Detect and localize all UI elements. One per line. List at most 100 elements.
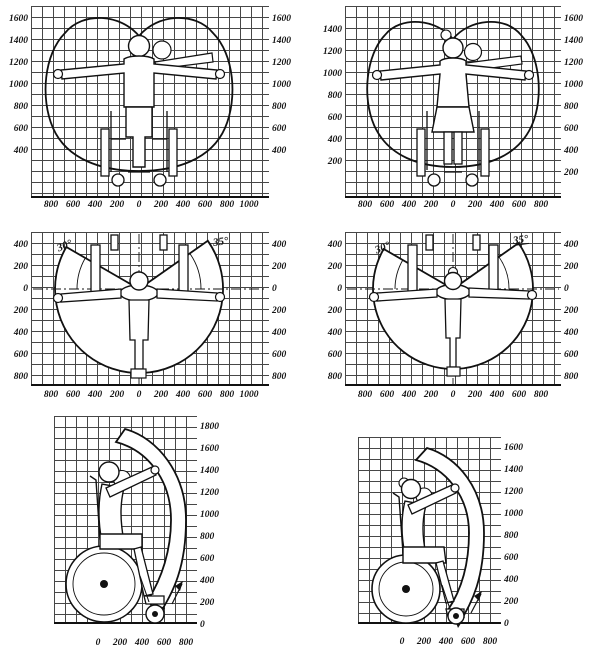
plan-male-figure xyxy=(33,234,267,384)
wheel-rim xyxy=(72,552,136,616)
caster-hub xyxy=(453,613,459,619)
axis-label: 1000 xyxy=(323,69,342,79)
angle-arc-left xyxy=(76,257,86,290)
wheelchair xyxy=(416,111,490,187)
axis-label: 1000 xyxy=(504,509,523,519)
axis-label: 600 xyxy=(272,350,287,360)
axis-label: 400 xyxy=(175,200,191,210)
axis-label: 400 xyxy=(200,576,215,586)
right-leg xyxy=(453,131,463,165)
left-hand xyxy=(52,68,64,80)
wheelchair xyxy=(100,111,178,187)
axis-label: 0 xyxy=(450,200,456,210)
drawing-plan-male: 30° 35° xyxy=(31,232,269,386)
axis-label: 800 xyxy=(357,200,373,210)
axis-label: 600 xyxy=(327,350,342,360)
axis-label: 200 xyxy=(272,306,287,316)
axis-label: 1400 xyxy=(9,36,28,46)
head xyxy=(443,271,463,291)
axis-label: 200 xyxy=(423,390,439,400)
axis-label: 0 xyxy=(272,284,277,294)
head xyxy=(98,461,120,483)
axis-label: 400 xyxy=(504,575,519,585)
axis-label: 800 xyxy=(219,200,235,210)
thigh xyxy=(99,533,143,550)
axis-label: 600 xyxy=(156,638,172,648)
axis-label: 1400 xyxy=(323,25,342,35)
axis-label: 200 xyxy=(327,157,342,167)
axis-label: 400 xyxy=(401,390,417,400)
wheel-hub xyxy=(100,580,108,588)
footrest-strut xyxy=(139,575,150,603)
axis-label: 800 xyxy=(533,200,549,210)
axis-label: 400 xyxy=(272,146,287,156)
axis-label: 1400 xyxy=(200,466,219,476)
axis-label: 1000 xyxy=(200,510,219,520)
side-female-figure xyxy=(371,446,485,628)
axis-label: 600 xyxy=(272,124,287,134)
axis-label: 400 xyxy=(401,200,417,210)
skirt xyxy=(431,106,475,133)
drawing-front-male xyxy=(31,6,269,198)
axis-label: 200 xyxy=(109,200,125,210)
axis-label: 400 xyxy=(13,146,28,156)
plan-female-figure xyxy=(347,234,559,384)
left-leg xyxy=(443,131,453,165)
axis-label: 600 xyxy=(200,554,215,564)
torso-arms xyxy=(379,57,527,108)
reach-envelope xyxy=(44,17,234,172)
axis-label: 800 xyxy=(178,638,194,648)
axis-label: 200 xyxy=(564,306,579,316)
axis-label: 1000 xyxy=(272,80,291,90)
angle-arc-left xyxy=(394,259,404,290)
caster-hub xyxy=(152,611,158,617)
axis-label: 800 xyxy=(482,637,498,647)
axis-label: 200 xyxy=(13,306,28,316)
axis-label: 800 xyxy=(504,531,519,541)
reach-arrowhead xyxy=(175,581,183,591)
drawing-plan-female: 30° 35° xyxy=(345,232,561,386)
angle-arc-right xyxy=(498,256,510,290)
axis-label: 200 xyxy=(272,262,287,272)
axis-label: 1800 xyxy=(200,422,219,432)
axis-label: 600 xyxy=(564,350,579,360)
lower-leg xyxy=(435,560,455,604)
axis-label: 200 xyxy=(153,200,169,210)
axis-label: 1200 xyxy=(504,487,523,497)
axis-label: 800 xyxy=(357,390,373,400)
axis-label: 600 xyxy=(379,390,395,400)
axis-label: 200 xyxy=(467,390,483,400)
left-hand xyxy=(52,292,64,304)
axis-label: 200 xyxy=(504,597,519,607)
axis-label: 0 xyxy=(136,390,142,400)
axis-label: 400 xyxy=(87,200,103,210)
axis-label: 1200 xyxy=(272,58,291,68)
axis-label: 1200 xyxy=(9,58,28,68)
axis-label: 400 xyxy=(327,135,342,145)
axis-label: 400 xyxy=(564,146,579,156)
axis-label: 0 xyxy=(337,284,342,294)
axis-label: 1000 xyxy=(564,80,583,90)
head xyxy=(127,34,151,58)
axis-label: 200 xyxy=(13,262,28,272)
axis-label: 800 xyxy=(43,200,59,210)
right-hand xyxy=(523,69,535,81)
reach-arrowhead xyxy=(474,591,482,601)
axis-label: 0 xyxy=(200,620,205,630)
axis-label: 800 xyxy=(272,102,287,112)
axis-label: 600 xyxy=(197,390,213,400)
axis-label: 600 xyxy=(65,390,81,400)
axis-label: 400 xyxy=(13,240,28,250)
axis-label: 600 xyxy=(65,200,81,210)
axis-label: 200 xyxy=(416,637,432,647)
